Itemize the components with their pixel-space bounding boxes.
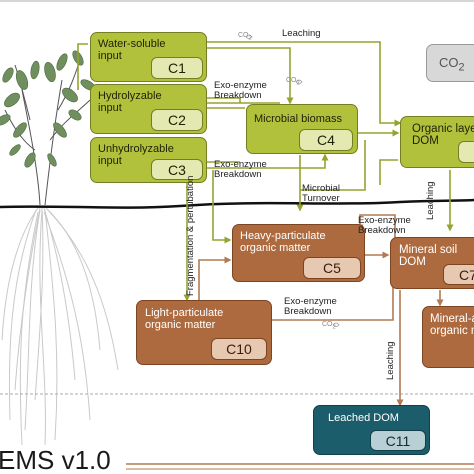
pool-c2-label: Hydrolyzable input	[98, 90, 162, 114]
plant-leaves	[0, 50, 96, 168]
flow-label-fragmentation: Fragmentation & pertubation	[185, 175, 196, 296]
pool-c6-label: Organic layer DOM	[412, 123, 474, 147]
flow-label-exo-enzyme-top: Exo-enzyme Breakdown	[214, 80, 267, 101]
root-illustration	[1, 207, 119, 446]
pool-c7-label: Mineral soil DOM	[399, 244, 458, 268]
pool-c2-hydrolyzable-input: Hydrolyzable input C2	[90, 84, 207, 134]
co2-mark-exo-enzyme: CO2	[286, 77, 300, 87]
flow-label-leaching-mineral: Leaching	[385, 341, 396, 380]
co2-mark-leaching: CO2	[238, 32, 252, 42]
pool-c3-label: Unhydrolyzable input	[98, 143, 174, 167]
pool-c11-label: Leached DOM	[328, 412, 399, 424]
pool-c11-code: C11	[370, 430, 426, 451]
pool-c7-mineral-soil-dom: Mineral soil DOM C7	[390, 237, 474, 289]
pool-c10-label: Light-particulate organic matter	[145, 307, 224, 331]
flow-label-leaching-top: Leaching	[282, 28, 321, 39]
pool-c8-mineral-associated-organic-matter: Mineral-associated organic matter	[422, 306, 474, 368]
pool-c2-code: C2	[151, 109, 203, 131]
pool-c7-code: C7	[443, 264, 474, 285]
footer-title: EMS v1.0	[0, 445, 111, 474]
pool-co2-label: CO2	[439, 55, 465, 74]
ground-surface-line	[0, 198, 474, 209]
pool-c1-water-soluble-input: Water-soluble input C1	[90, 32, 207, 82]
pool-c6-code: C6	[458, 141, 474, 163]
pool-c5-label: Heavy-particulate organic matter	[240, 230, 326, 254]
brown-flow-arrows	[198, 214, 444, 407]
pool-c4-label: Microbial biomass	[254, 113, 343, 125]
flow-label-exo-enzyme-mid: Exo-enzyme Breakdown	[214, 159, 267, 180]
pool-c1-label: Water-soluble input	[98, 38, 166, 62]
flow-label-exo-enzyme-heavy: Exo-enzyme Breakdown	[358, 215, 411, 236]
pool-co2: CO2	[426, 44, 474, 82]
pool-c5-code: C5	[303, 257, 361, 279]
pool-c10-code: C10	[211, 338, 267, 360]
pool-c11-leached-dom: Leached DOM C11	[313, 405, 430, 455]
green-flow-arrows	[77, 41, 454, 302]
pool-c8-label: Mineral-associated organic matter	[430, 313, 474, 337]
pool-c5-heavy-particulate-organic-matter: Heavy-particulate organic matter C5	[232, 224, 365, 282]
flow-label-leaching-organic: Leaching	[425, 181, 436, 220]
flow-label-exo-enzyme-light: Exo-enzyme Breakdown	[284, 296, 337, 317]
co2-mark-light: CO2	[322, 321, 336, 331]
flow-label-microbial-turnover: Microbial Turnover	[302, 183, 341, 204]
pool-c1-code: C1	[151, 57, 203, 79]
pool-c4-code: C4	[299, 129, 353, 151]
pool-c3-code: C3	[151, 159, 203, 180]
pool-c6-organic-layer-dom: Organic layer DOM C6	[400, 116, 474, 168]
pool-c10-light-particulate-organic-matter: Light-particulate organic matter C10	[136, 300, 272, 365]
pool-c3-unhydrolyzable-input: Unhydrolyzable input C3	[90, 137, 207, 183]
pool-c4-microbial-biomass: Microbial biomass C4	[246, 104, 358, 154]
